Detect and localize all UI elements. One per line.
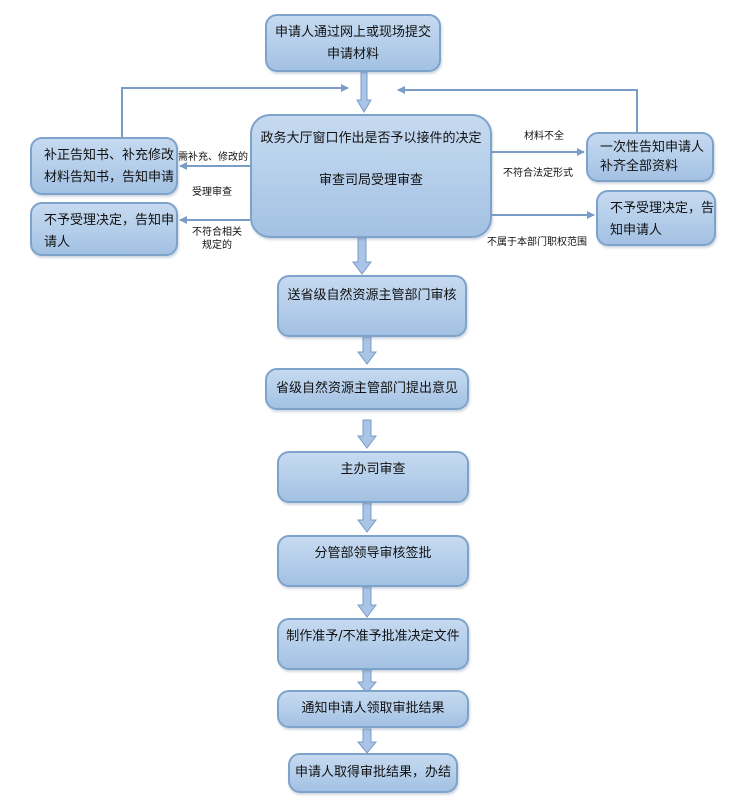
edge-label-accept-review: 受理审查 <box>192 187 232 198</box>
node-text: 送省级自然资源主管部门审核 <box>287 288 457 303</box>
node-text: 不予受理决定，告 <box>610 201 715 216</box>
edge-label-need-supplement: 需补充、修改的 <box>178 152 248 163</box>
node-text: 材料告知书，告知申请 <box>44 170 175 185</box>
edge-label-materials-incomplete: 材料不全 <box>524 131 564 142</box>
node-reject-right: 不予受理决定，告 知申请人 <box>596 190 716 246</box>
node-text: 省级自然资源主管部门提出意见 <box>275 381 458 396</box>
node-provincial-opinion: 省级自然资源主管部门提出意见 <box>265 368 469 410</box>
node-lead-review: 主办司审查 <box>277 451 469 503</box>
edge-label-out-of-scope: 不属于本部门职权范围 <box>487 237 587 248</box>
node-text: 分管部领导审核签批 <box>314 546 432 561</box>
loop-line-left <box>121 84 349 138</box>
down-arrow-icon <box>357 419 377 449</box>
node-text: 主办司审查 <box>340 462 406 477</box>
node-make-decision-doc: 制作准予/不准予批准决定文件 <box>277 618 469 670</box>
node-text: 不予受理决定，告知申 <box>44 213 175 228</box>
node-text: 申请人通过网上或现场提交 <box>274 25 431 40</box>
down-arrow-icon <box>356 71 372 113</box>
node-text: 申请材料 <box>326 47 379 62</box>
node-text: 补正告知书、补充修改 <box>44 148 175 163</box>
node-text: 补齐全部资料 <box>600 159 679 174</box>
node-one-time-notice: 一次性告知申请人 补齐全部资料 <box>586 132 714 182</box>
edge-label-not-legal-form: 不符合法定形式 <box>503 168 573 179</box>
edge-label-not-compliant-line1: 不符合相关 <box>192 227 242 238</box>
node-submit: 申请人通过网上或现场提交 申请材料 <box>265 14 441 72</box>
loop-line-right <box>397 86 638 133</box>
down-arrow-icon <box>352 237 372 275</box>
node-text: 申请人取得审批结果，办结 <box>294 765 451 780</box>
down-arrow-icon <box>356 728 378 754</box>
node-correction-notice: 补正告知书、补充修改 材料告知书，告知申请 <box>30 137 178 195</box>
node-window-decision: 政务大厅窗口作出是否予以接件的决定 审查司局受理审查 <box>250 114 492 238</box>
node-text: 请人 <box>44 235 71 250</box>
node-text: 通知申请人领取审批结果 <box>301 701 445 716</box>
down-arrow-icon <box>357 336 377 365</box>
down-arrow-icon <box>357 586 377 618</box>
node-leader-approval: 分管部领导审核签批 <box>277 535 469 587</box>
node-text: 知申请人 <box>610 223 663 238</box>
node-text: 制作准予/不准予批准决定文件 <box>286 629 460 644</box>
down-arrow-icon <box>357 502 377 533</box>
node-text: 审查司局受理审查 <box>318 173 423 188</box>
edge-label-not-compliant-line2: 规定的 <box>202 240 232 251</box>
node-text: 一次性告知申请人 <box>600 140 705 155</box>
down-arrow-icon <box>356 669 378 694</box>
down-arrows <box>352 71 378 754</box>
node-complete: 申请人取得审批结果，办结 <box>288 753 458 793</box>
node-send-provincial: 送省级自然资源主管部门审核 <box>277 275 467 337</box>
node-notify-applicant: 通知申请人领取审批结果 <box>277 690 469 728</box>
node-reject-left: 不予受理决定，告知申 请人 <box>30 202 178 256</box>
node-text: 政务大厅窗口作出是否予以接件的决定 <box>260 131 482 146</box>
